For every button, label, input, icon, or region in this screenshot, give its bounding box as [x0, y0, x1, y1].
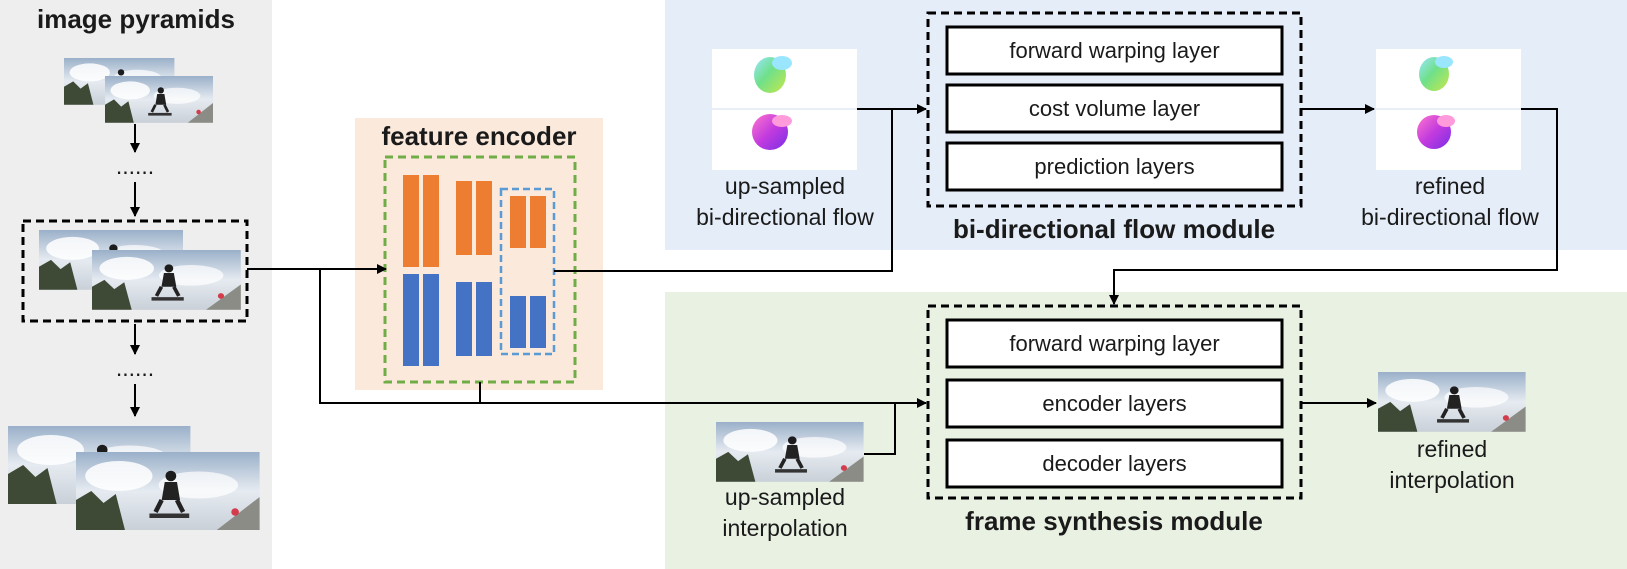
flow-layer-1-label: forward warping layer [1009, 38, 1220, 63]
flow-layer-box-3 [945, 141, 1284, 192]
synthesis-layer-2-label: encoder layers [1042, 391, 1187, 416]
synthesis-layer-3-label: decoder layers [1042, 451, 1187, 476]
encoder-orange-blocks [403, 175, 546, 267]
refined-flow-image [1376, 49, 1521, 170]
flow-output-caption-1: refined [1414, 173, 1486, 199]
interpolation-input-arrow [864, 403, 896, 455]
synthesis-layer-box-3 [945, 438, 1284, 489]
refined-flow-to-synthesis-arrow [1109, 108, 1558, 305]
encoder-title: feature encoder [381, 121, 577, 151]
flow-layer-2-label: cost volume layer [1028, 96, 1201, 121]
synthesis-input-caption-2: interpolation [722, 515, 848, 541]
flow-output-caption-2: bi-directional flow [1361, 204, 1539, 230]
flow-input-caption-2: bi-directional flow [696, 204, 874, 230]
refined-interpolation-image [1376, 370, 1528, 434]
flow-layer-box-2 [945, 83, 1284, 134]
flow-input-caption-1: up-sampled [724, 173, 846, 199]
pyramid-selected-frame [21, 219, 249, 323]
synthesis-output-caption-1: refined [1416, 436, 1488, 462]
encoder-to-flow-line [554, 109, 893, 272]
synthesis-input-caption-1: up-sampled [724, 484, 846, 510]
synthesis-output-caption-2: interpolation [1389, 467, 1515, 493]
pyramid-dots-lower: ...... [115, 355, 155, 381]
synthesis-module-title: frame synthesis module [965, 506, 1263, 536]
pyramid-to-synthesis-arrow [319, 269, 927, 408]
input-interpolation-image [714, 420, 866, 484]
flow-layer-box-1 [945, 25, 1284, 76]
pyramid-title: image pyramids [37, 4, 235, 34]
pyramid-dots-upper: ...... [115, 153, 155, 179]
flow-module-title: bi-directional flow module [952, 214, 1276, 244]
flow-layer-3-label: prediction layers [1034, 154, 1195, 179]
synthesis-layer-box-1 [945, 318, 1284, 369]
encoder-blue-blocks [403, 274, 546, 366]
input-flow-image [712, 49, 857, 170]
synthesis-layer-1-label: forward warping layer [1009, 331, 1220, 356]
synthesis-layer-box-2 [945, 378, 1284, 429]
